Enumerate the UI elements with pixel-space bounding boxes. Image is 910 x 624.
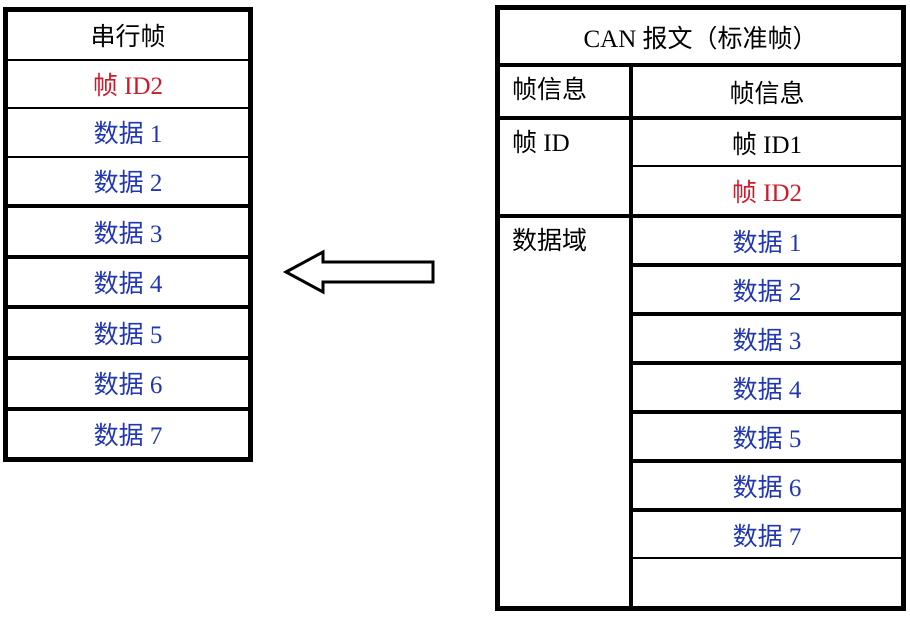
cell-empty — [633, 557, 901, 606]
cell-data-1: 数据 1 — [633, 214, 901, 263]
can-message-table: CAN 报文（标准帧） 帧信息 帧 ID 数据域 帧信息 帧 ID1 帧 ID2 — [495, 5, 906, 611]
cell-data-3: 数据 3 — [633, 312, 901, 361]
serial-frame-title-row: 串行帧 — [8, 12, 248, 59]
table-row: 数据 4 — [8, 254, 248, 306]
row-header-frame-id: 帧 ID — [500, 116, 633, 214]
cell-data-4: 数据 4 — [633, 361, 901, 410]
cell-data-2: 数据 2 — [93, 169, 163, 197]
cell-frame-id2: 帧 ID2 — [633, 165, 901, 214]
table-row: 数据 7 — [8, 406, 248, 458]
cell-data-4: 数据 4 — [93, 271, 163, 299]
table-row: 数据 3 — [8, 204, 248, 255]
cell-frame-id1: 帧 ID1 — [633, 116, 901, 165]
cell-frame-id2: 帧 ID2 — [92, 72, 164, 100]
cell-frame-info: 帧信息 — [633, 67, 901, 116]
can-table-title: CAN 报文（标准帧） — [583, 25, 818, 53]
cell-data-6: 数据 6 — [633, 459, 901, 508]
table-row: 数据 1 — [8, 107, 248, 156]
cell-data-7: 数据 7 — [93, 422, 163, 450]
table-row: 数据 2 — [8, 155, 248, 205]
serial-frame-table: 串行帧 帧 ID2 数据 1 数据 2 数据 3 数据 4 数据 5 数据 6 … — [3, 7, 253, 462]
cell-data-1: 数据 1 — [93, 121, 163, 149]
cell-data-2: 数据 2 — [633, 263, 901, 312]
cell-data-6: 数据 6 — [93, 372, 163, 400]
left-arrow-icon — [280, 246, 440, 298]
table-row: 帧 ID2 — [8, 58, 248, 108]
cell-data-3: 数据 3 — [93, 220, 163, 248]
table-row: 数据 5 — [8, 305, 248, 356]
cell-data-5: 数据 5 — [633, 410, 901, 459]
serial-frame-title: 串行帧 — [90, 24, 166, 52]
row-header-frame-info: 帧信息 — [500, 67, 633, 116]
can-table-title-row: CAN 报文（标准帧） — [500, 10, 901, 67]
cell-data-5: 数据 5 — [93, 321, 163, 349]
table-row: 数据 6 — [8, 355, 248, 407]
cell-data-7: 数据 7 — [633, 508, 901, 557]
row-header-data-field: 数据域 — [500, 214, 633, 606]
can-table-body: 帧信息 帧 ID 数据域 帧信息 帧 ID1 帧 ID2 数据 1 数据 2 — [500, 67, 901, 606]
